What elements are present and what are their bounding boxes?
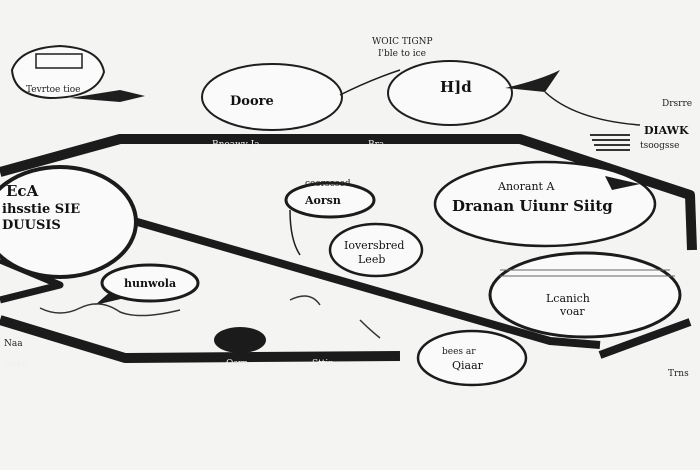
center-connector <box>289 209 301 256</box>
center-low-line2: Leeb <box>358 253 386 266</box>
hexagon-frame <box>0 134 697 251</box>
doore-bubble <box>201 63 343 131</box>
far-right-sub: tsoogsse <box>640 141 680 151</box>
top-left-box-label: Tevrtoe tioe <box>26 85 81 95</box>
lower-right-bubble <box>488 251 682 339</box>
lower-left-scribble <box>39 303 181 317</box>
top-left-tail <box>70 90 145 102</box>
dark-blob <box>214 327 266 353</box>
far-right-scribble <box>590 134 630 151</box>
hexagon-frame-lower <box>0 315 401 363</box>
left-bubble <box>0 165 138 279</box>
right-bubble <box>433 160 657 248</box>
center-low-line1: Ioversbred <box>344 239 405 252</box>
hjd-bubble <box>387 60 513 126</box>
top-note-line2: I'ble to ice <box>378 49 426 59</box>
band-bottom-left-label: Daen <box>4 359 28 369</box>
bottom-bubble-line2: Qiaar <box>452 359 483 372</box>
far-right-main: DIAWK <box>644 124 689 137</box>
lower-right-line1: Lcanich <box>546 292 590 305</box>
top-left-box <box>10 44 106 100</box>
center-small-top: ceersesed <box>305 179 351 189</box>
hunwola-label: hunwola <box>124 277 177 290</box>
corner-right-label: Trns <box>668 369 689 379</box>
hjd-connector <box>544 91 641 126</box>
hunwola-bubble <box>100 263 200 303</box>
top-left-inner-box <box>35 53 83 69</box>
right-bubble-top: Anorant A <box>498 180 555 193</box>
center-bubble-label: Aorsn <box>305 194 341 207</box>
hjd-label: H]d <box>440 78 472 96</box>
lower-right-stripes <box>500 269 675 277</box>
top-note-line1: WOIC TIGNP <box>372 37 433 47</box>
doore-label: Doore <box>230 94 274 109</box>
far-right-top: Drsrre <box>662 99 693 109</box>
center-low-bubble <box>328 222 424 278</box>
center-bubble <box>284 181 376 219</box>
bottom-bubble-line1: bees ar <box>442 347 476 357</box>
doore-connector <box>339 69 401 96</box>
lower-right-line2: voar <box>560 305 585 318</box>
band-bottom-mid-label: Osrn <box>226 359 249 369</box>
lower-center-scribble <box>289 295 381 339</box>
left-bubble-line1: EcA <box>6 182 39 200</box>
hunwola-tail <box>95 292 125 305</box>
band-bottom-right-label: Sttin <box>312 359 335 369</box>
diagonal-band <box>118 213 601 349</box>
band-top-left-label: Bneawy Ia <box>212 140 260 150</box>
right-bubble-tail <box>605 176 640 190</box>
corner-left-label: Naa <box>4 339 23 349</box>
left-bubble-line3: DUUSIS <box>2 218 61 233</box>
hjd-tail <box>505 70 560 92</box>
right-lower-band <box>598 318 692 359</box>
band-top-mid-label: Bra <box>368 140 385 150</box>
bottom-bubble <box>416 329 528 387</box>
right-bubble-main: Dranan Uiunr Siitg <box>452 197 613 215</box>
left-bubble-line2: ihsstie SIE <box>2 202 81 217</box>
